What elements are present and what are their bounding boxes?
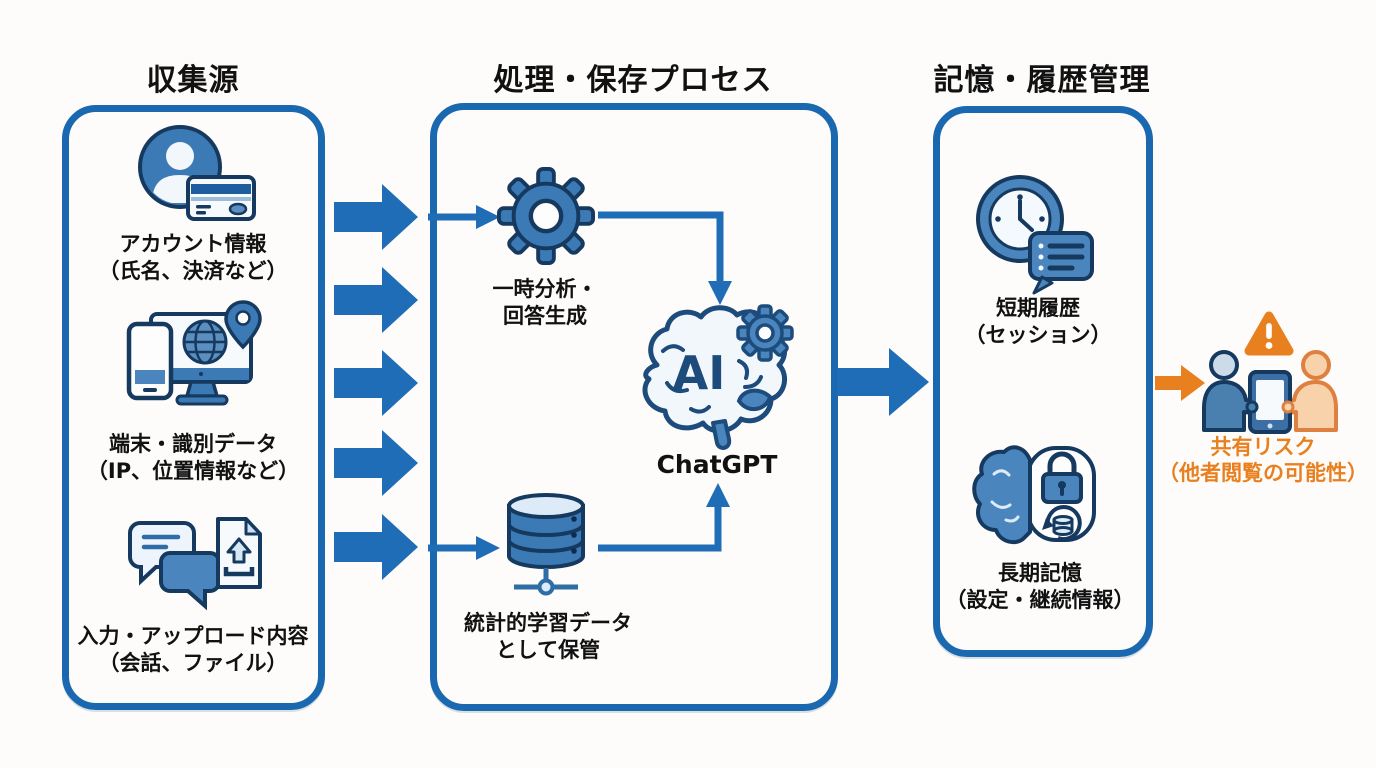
input-upload-icon [128,517,262,611]
source-item-input-label: 入力・アップロード内容 （会話、ファイル） [77,624,309,675]
chatgpt-caption: ChatGPT [656,450,778,479]
flow-arrow-3 [334,350,418,416]
storage-label: 統計的学習データ として保管 [464,611,632,662]
process-box [430,103,838,711]
ai-label: AI [673,346,726,400]
short-term-label: 短期履歴 （セッション） [964,296,1112,347]
sources-box [62,105,325,710]
memory-box [933,106,1153,657]
source-item-account-label: アカウント情報 （氏名、決済など） [98,232,288,283]
device-identifier-icon [126,300,262,406]
risk-arrow [1155,365,1205,401]
warning-triangle-icon [1244,311,1294,356]
flow-arrow-1 [334,184,418,250]
flow-arrow-5 [334,514,418,580]
database-icon [507,493,585,596]
analysis-label: 一時分析・ 回答生成 [492,277,598,328]
flow-arrow-to-memory [837,348,929,416]
flow-arrow-4 [334,430,418,496]
header-memory: 記憶・履歴管理 [933,63,1151,98]
source-item-device-label: 端末・識別データ （IP、位置情報など） [86,432,300,483]
long-term-label: 長期記憶 （設定・継続情報） [945,561,1135,612]
process-connectors [428,205,732,560]
flow-arrow-2 [334,267,418,333]
risk-label: 共有リスク （他者閲覧の可能性） [1158,435,1368,485]
share-tablet-icon [1202,350,1338,434]
gear-icon [497,167,595,265]
header-sources: 収集源 [146,63,240,98]
ai-brain-icon: AI [642,304,794,450]
header-process: 処理・保存プロセス [493,63,773,98]
account-card-icon [138,125,256,221]
brain-lock-icon [972,445,1096,545]
clock-chat-icon [976,175,1094,295]
